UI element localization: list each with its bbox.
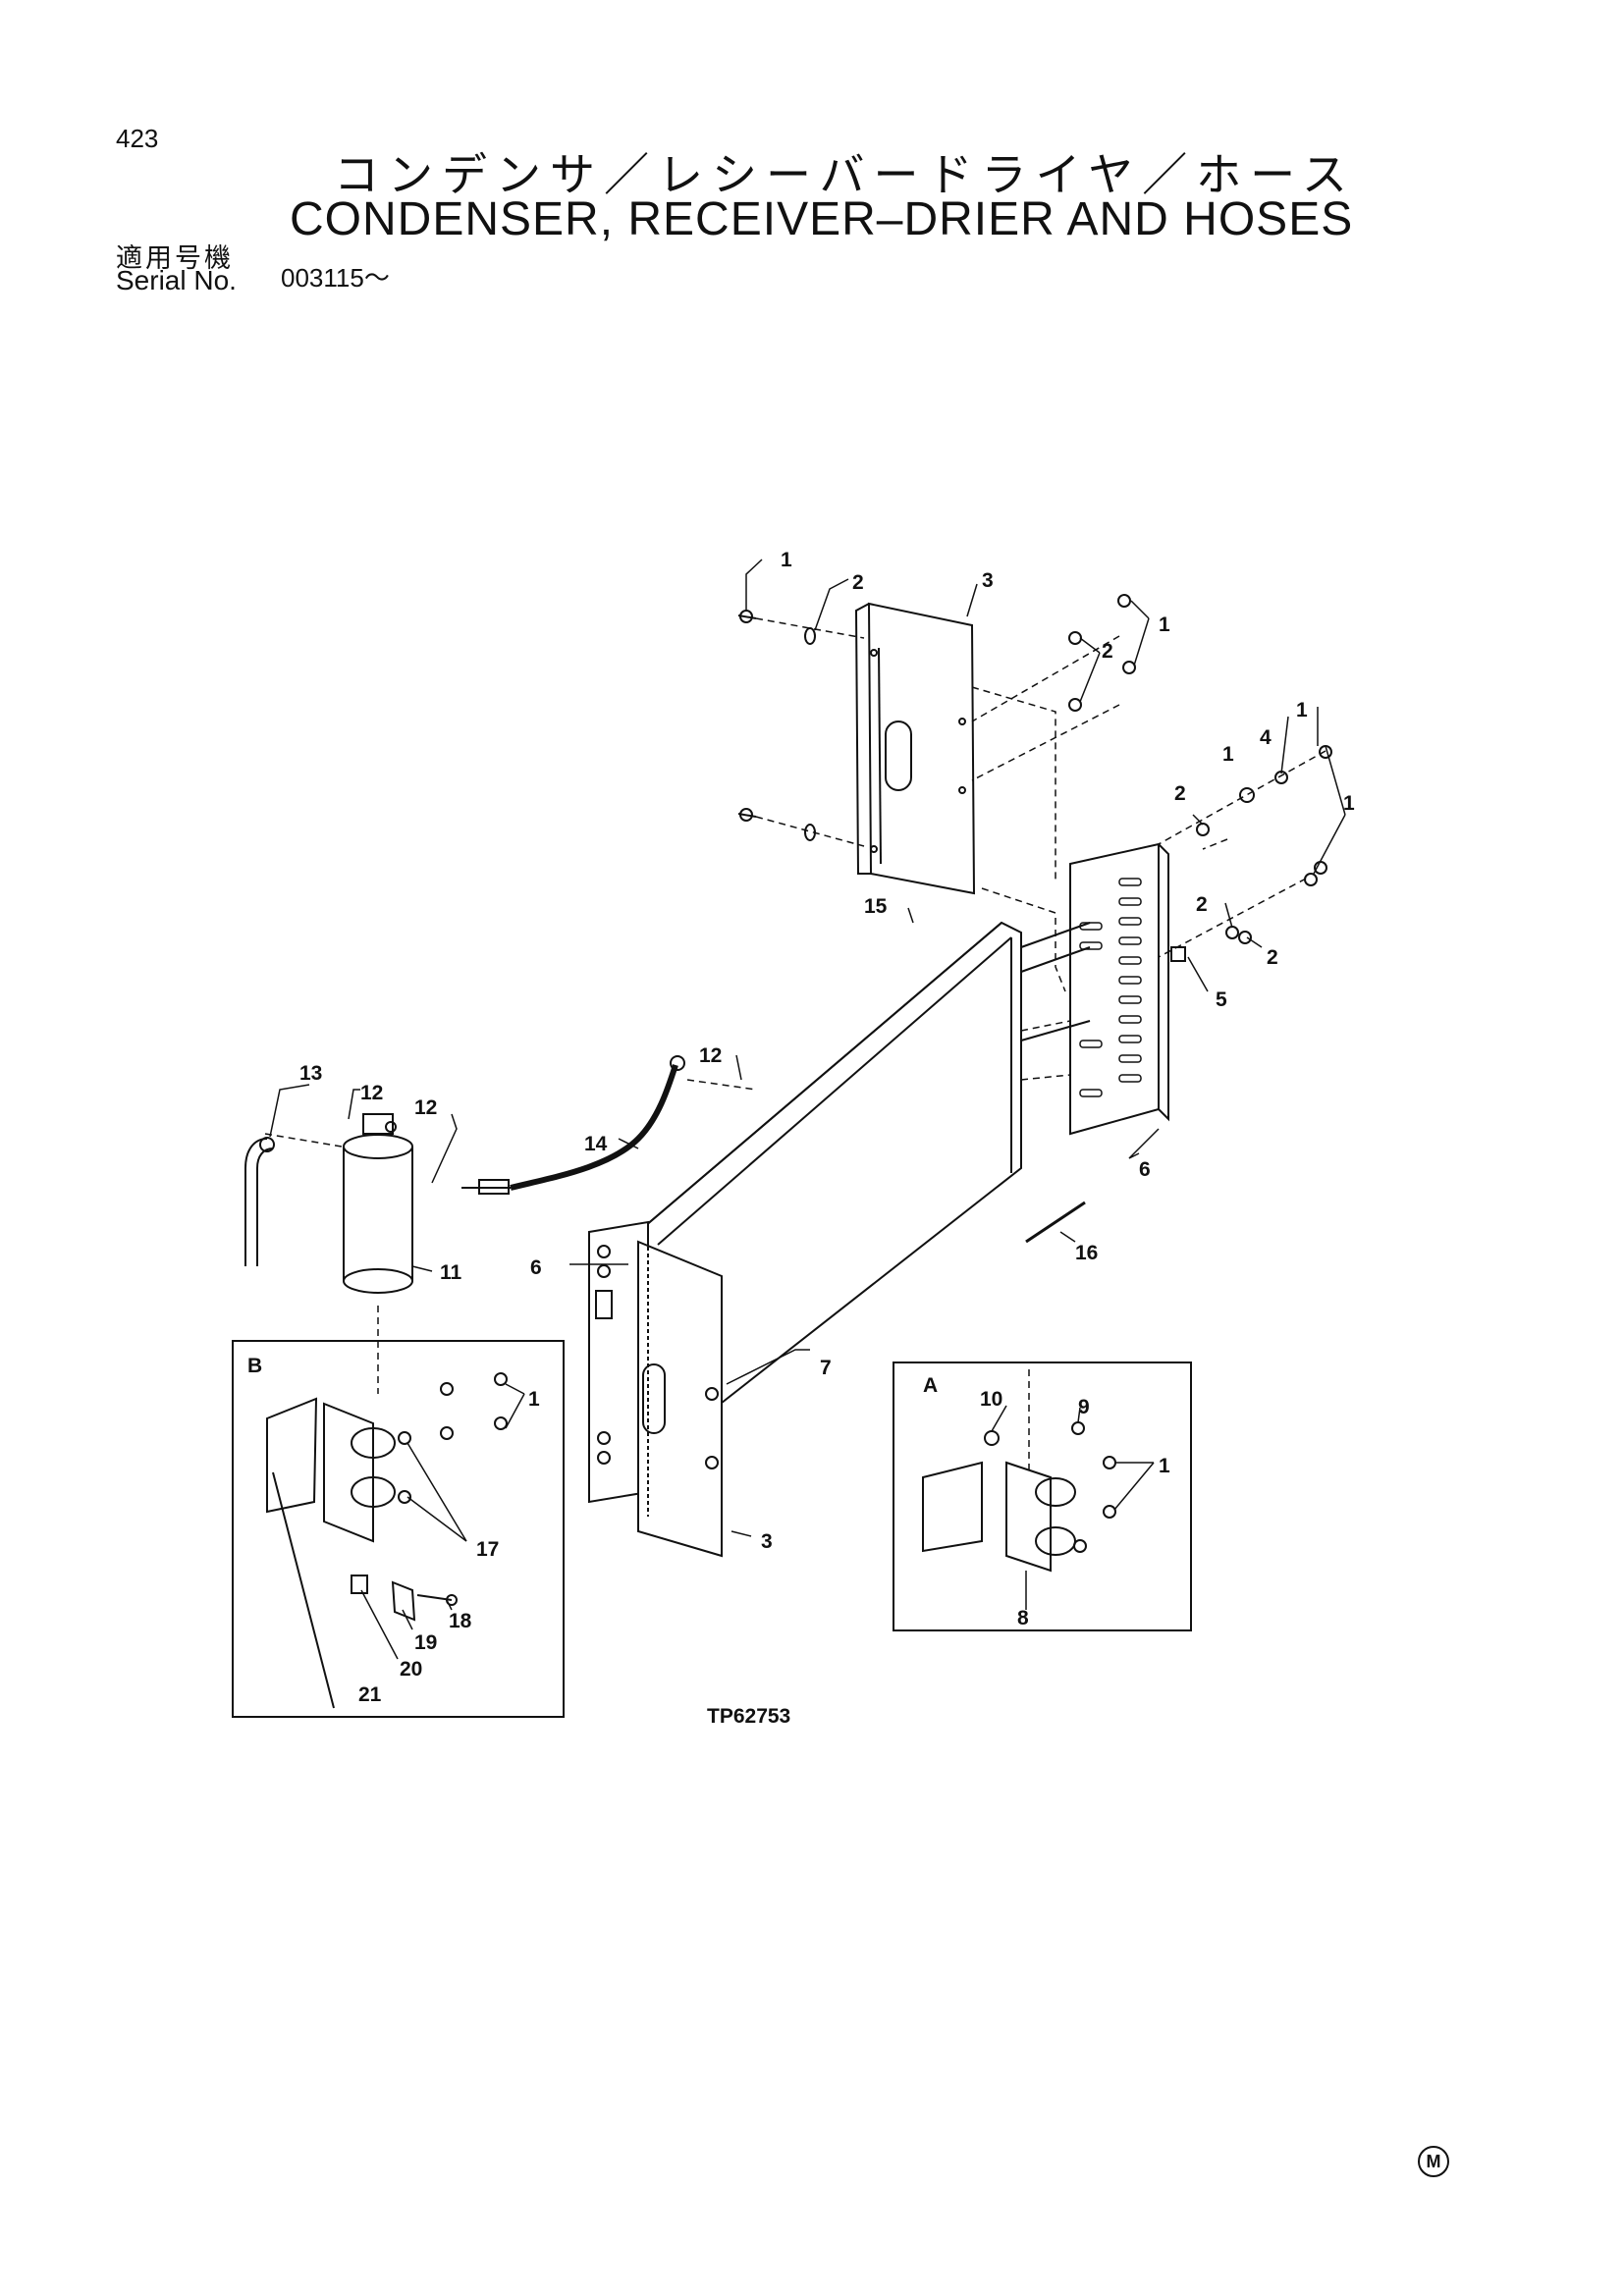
- upper-bracket-drawing: [854, 602, 976, 895]
- rod-drawing: [1025, 1201, 1086, 1244]
- callout-19: 19: [414, 1631, 437, 1654]
- callout-1: 1: [781, 549, 792, 571]
- callout-1: 1: [528, 1388, 540, 1411]
- receiver-drier-drawing: [343, 1113, 413, 1294]
- inset-b-box: [232, 1340, 565, 1718]
- callout-15: 15: [864, 895, 888, 918]
- hose-assembly-drawing: [244, 1055, 685, 1266]
- callout-9: 9: [1078, 1396, 1090, 1418]
- inset-b-label: B: [247, 1355, 262, 1377]
- callout-2: 2: [1196, 893, 1208, 916]
- callout-8: 8: [1017, 1607, 1029, 1629]
- callout-5: 5: [1216, 988, 1227, 1011]
- callout-16: 16: [1075, 1242, 1098, 1264]
- serial-label-japanese: 適用号機: [116, 243, 234, 274]
- front-bracket-drawing: [588, 1220, 723, 1558]
- callout-4: 4: [1260, 726, 1272, 749]
- assembly-leader-lines: [264, 617, 1326, 1482]
- callout-12: 12: [699, 1044, 722, 1067]
- callout-6: 6: [530, 1256, 542, 1279]
- callout-1: 1: [1159, 614, 1170, 636]
- callout-2: 2: [1174, 782, 1186, 805]
- callout-3: 3: [761, 1530, 773, 1553]
- serial-number-value: 003115～: [281, 263, 390, 293]
- callout-2: 2: [1102, 640, 1113, 663]
- callout-11: 11: [440, 1261, 462, 1284]
- maker-mark: M: [1418, 2146, 1449, 2177]
- callout-1: 1: [1343, 792, 1355, 815]
- callout-20: 20: [400, 1658, 422, 1681]
- callout-1: 1: [1222, 743, 1234, 766]
- title-japanese: コンデンサ／レシーバードライヤ／ホース: [334, 148, 1356, 201]
- callout-leaders: [269, 559, 1346, 1660]
- callout-14: 14: [584, 1133, 608, 1155]
- inset-a-box: [893, 1362, 1192, 1631]
- callout-10: 10: [980, 1388, 1002, 1411]
- page-number: 423: [116, 124, 159, 153]
- callout-13: 13: [299, 1062, 322, 1085]
- callout-12: 12: [414, 1096, 437, 1119]
- callout-2: 2: [1267, 946, 1278, 969]
- callout-6: 6: [1139, 1158, 1151, 1181]
- callout-12: 12: [360, 1082, 383, 1104]
- title-english: CONDENSER, RECEIVER–DRIER AND HOSES: [290, 193, 1354, 245]
- callout-1: 1: [1296, 699, 1308, 721]
- inset-a-label: A: [923, 1374, 938, 1397]
- callout-18: 18: [449, 1610, 472, 1632]
- callout-3: 3: [982, 569, 994, 592]
- right-side-bracket-drawing: [1020, 842, 1169, 1136]
- callout-7: 7: [820, 1357, 832, 1379]
- figure-code: TP62753: [707, 1705, 790, 1728]
- callout-21: 21: [358, 1683, 382, 1706]
- callout-1: 1: [1159, 1455, 1170, 1477]
- upper-left-hardware: [737, 610, 816, 841]
- callout-2: 2: [852, 571, 864, 594]
- condenser-core-drawing: [636, 921, 1022, 1455]
- callout-17: 17: [476, 1538, 499, 1561]
- serial-label-english: Serial No.: [116, 265, 237, 295]
